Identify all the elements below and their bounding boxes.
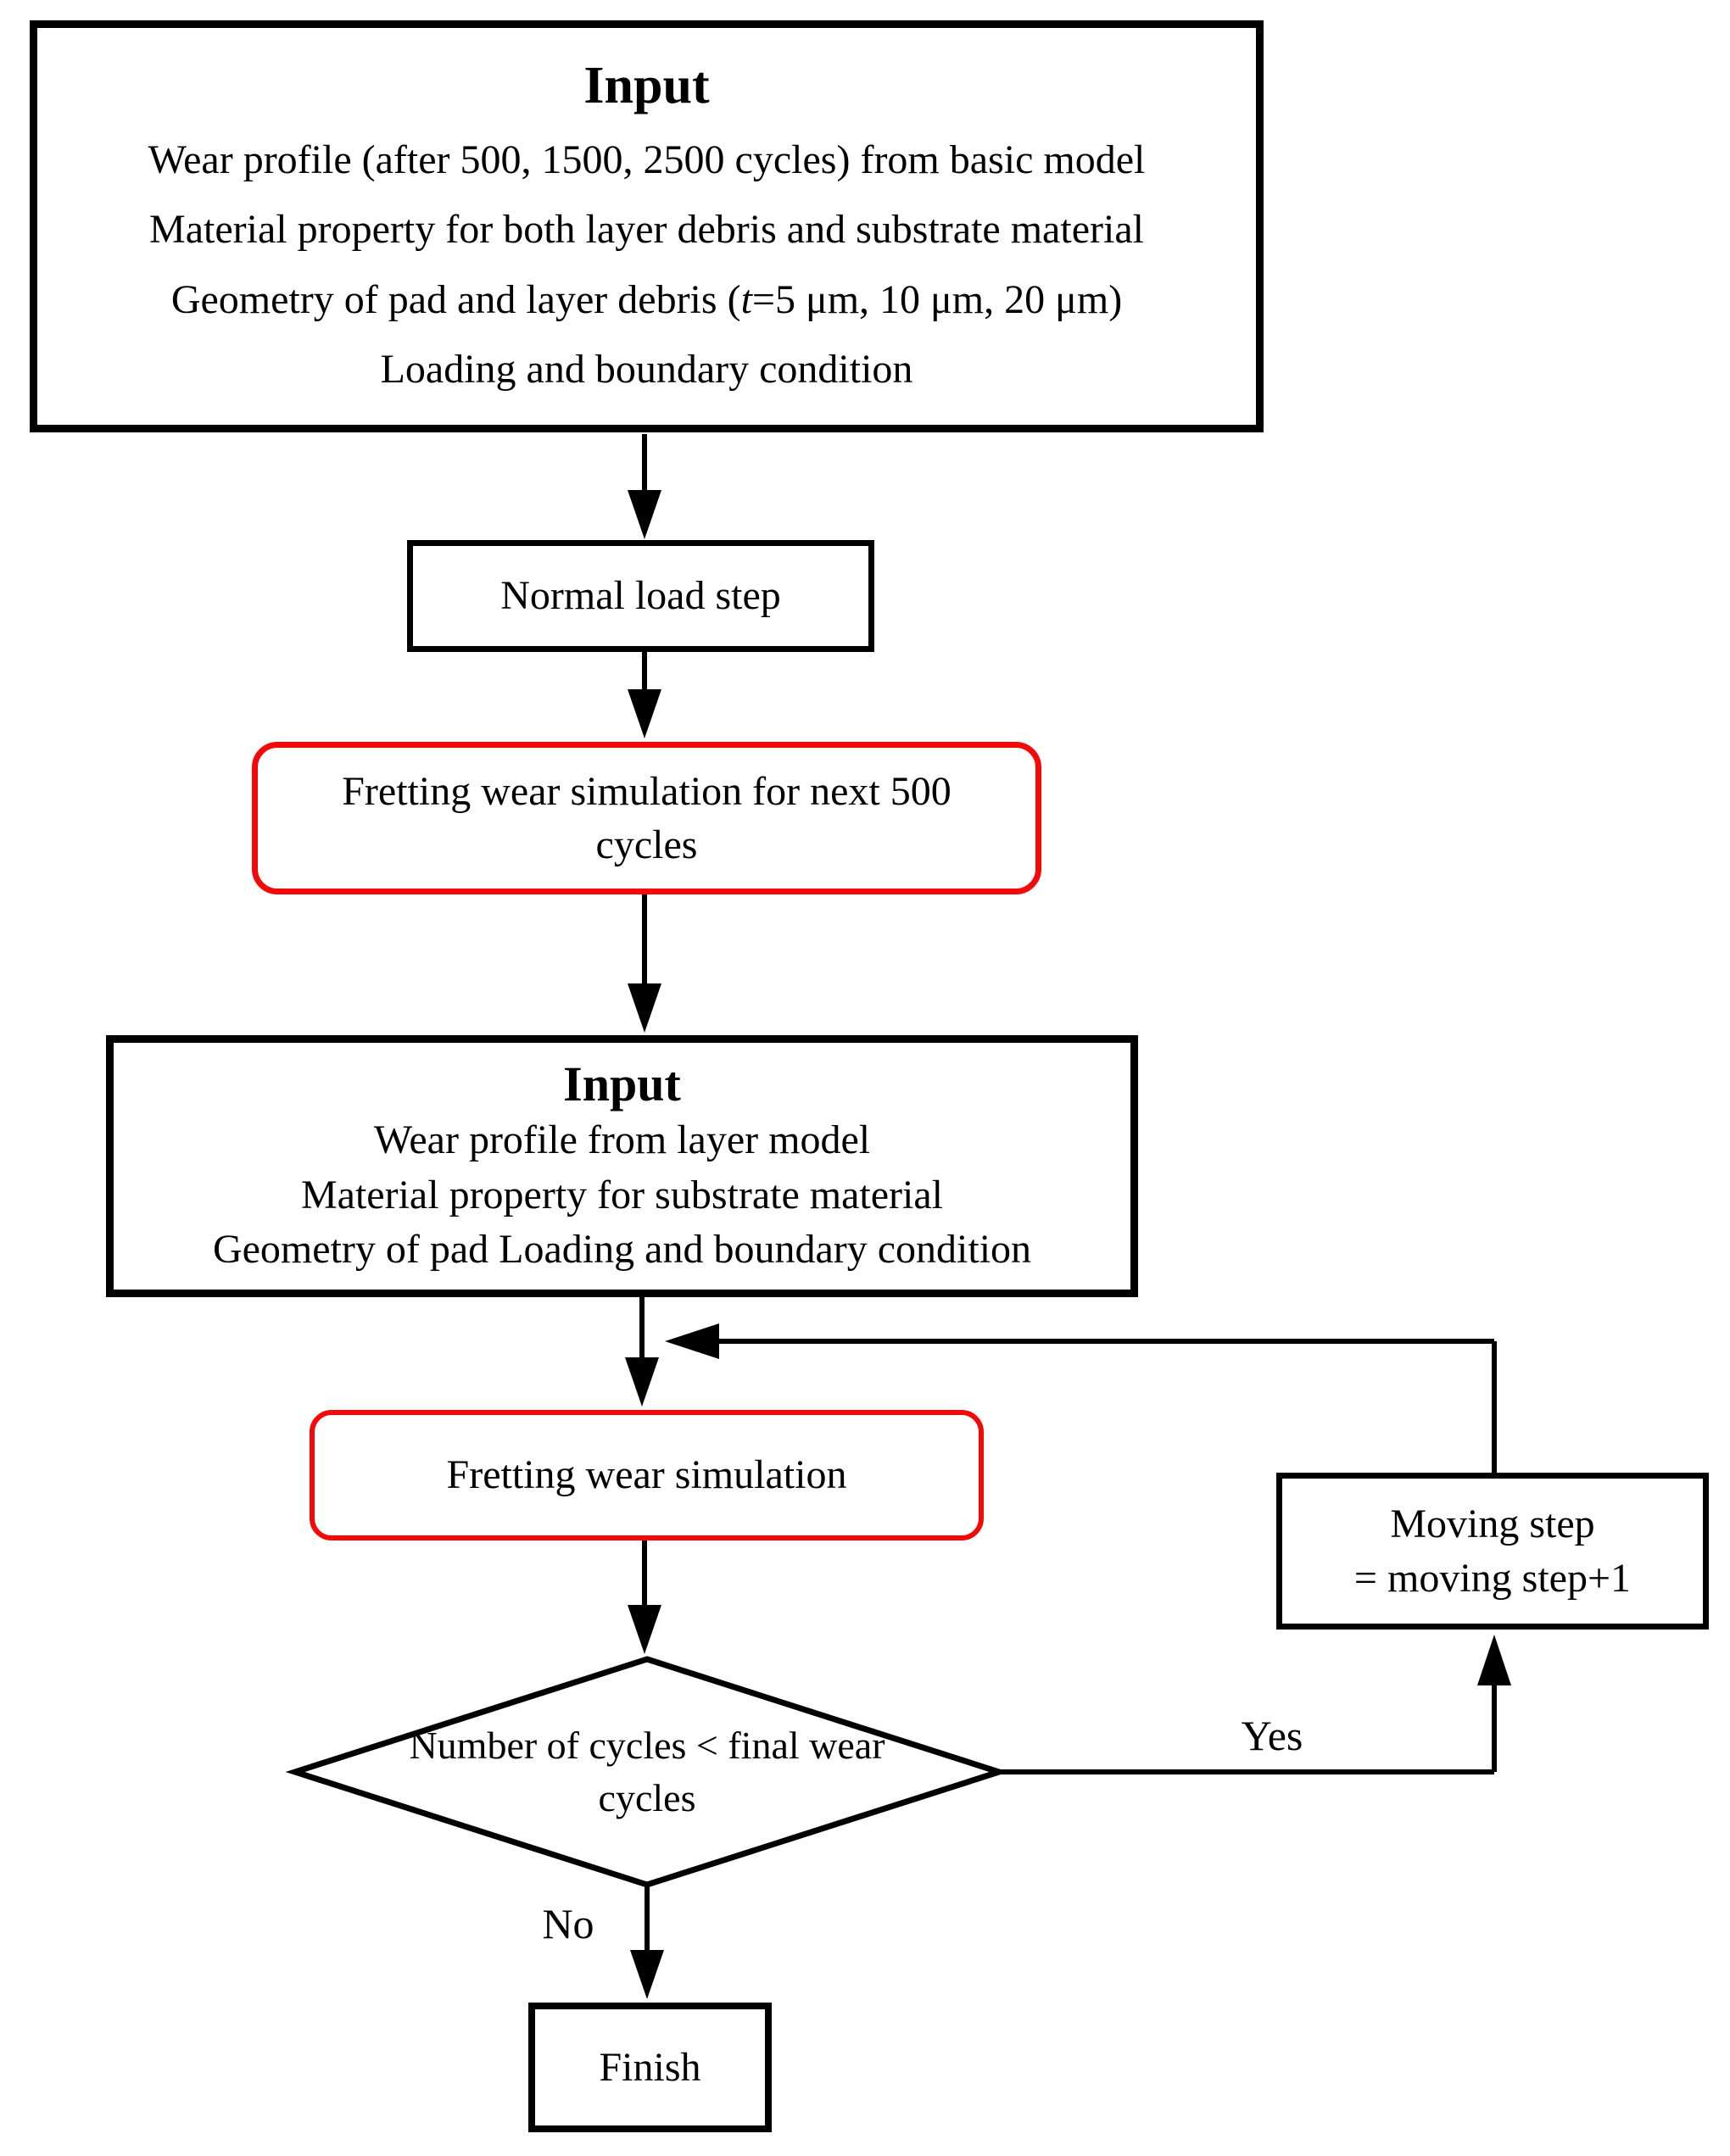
fretting-simulation-500-box: Fretting wear simulation for next 500 cy… xyxy=(252,742,1041,894)
input-box-2-line-3: Geometry of pad Loading and boundary con… xyxy=(212,1227,1032,1273)
finish-box: Finish xyxy=(528,2003,772,2132)
input-box-2: Input Wear profile from layer model Mate… xyxy=(106,1035,1138,1297)
input-box-1-line-3: Geometry of pad and layer debris (t=5 μm… xyxy=(171,273,1122,326)
normal-load-step-box: Normal load step xyxy=(407,540,874,652)
input-box-1-line-1: Wear profile (after 500, 1500, 2500 cycl… xyxy=(148,136,1146,182)
arrowhead-into-fretting2 xyxy=(625,1357,659,1407)
arrowhead-loopback-left xyxy=(665,1323,719,1359)
input-box-2-title: Input xyxy=(563,1056,681,1112)
decision-diamond-text: Number of cycles < final wear cycles xyxy=(342,1704,952,1840)
fretting-simulation-500-line-1: Fretting wear simulation for next 500 xyxy=(342,768,952,814)
fretting-simulation-box: Fretting wear simulation xyxy=(310,1410,984,1540)
yes-branch-label: Yes xyxy=(1241,1712,1303,1759)
decision-line-2: cycles xyxy=(598,1776,696,1819)
input-box-1: Input Wear profile (after 500, 1500, 250… xyxy=(30,20,1264,432)
input-box-1-line-3-suffix: =5 μm, 10 μm, 20 μm) xyxy=(751,276,1123,322)
moving-step-line-2: = moving step+1 xyxy=(1353,1555,1632,1601)
fretting-simulation-label: Fretting wear simulation xyxy=(446,1452,847,1498)
thickness-variable: t xyxy=(740,276,752,322)
arrowhead-into-fretting1 xyxy=(628,689,661,738)
input-box-1-line-4: Loading and boundary condition xyxy=(380,347,913,393)
arrowhead-into-decision xyxy=(628,1605,661,1654)
finish-label: Finish xyxy=(599,2044,701,2090)
arrowhead-into-movingstep xyxy=(1477,1635,1511,1685)
moving-step-line-1: Moving step xyxy=(1390,1501,1595,1547)
input-box-1-line-2: Material property for both layer debris … xyxy=(149,207,1144,253)
arrowhead-into-normalload xyxy=(628,490,661,539)
decision-diamond-shape xyxy=(285,1656,1009,1888)
arrowhead-into-finish xyxy=(630,1950,664,1999)
arrowhead-into-input2 xyxy=(628,983,661,1033)
decision-line-1: Number of cycles < final wear xyxy=(409,1723,885,1767)
input-box-2-line-2: Material property for substrate material xyxy=(300,1172,944,1217)
input-box-1-title: Input xyxy=(583,57,710,115)
input-box-2-line-1: Wear profile from layer model xyxy=(373,1117,871,1163)
input-box-1-line-3-prefix: Geometry of pad and layer debris ( xyxy=(170,276,741,322)
normal-load-step-label: Normal load step xyxy=(500,573,781,619)
moving-step-box: Moving step = moving step+1 xyxy=(1276,1473,1709,1630)
fretting-simulation-500-line-2: cycles xyxy=(595,822,698,867)
no-branch-label: No xyxy=(542,1900,594,1947)
